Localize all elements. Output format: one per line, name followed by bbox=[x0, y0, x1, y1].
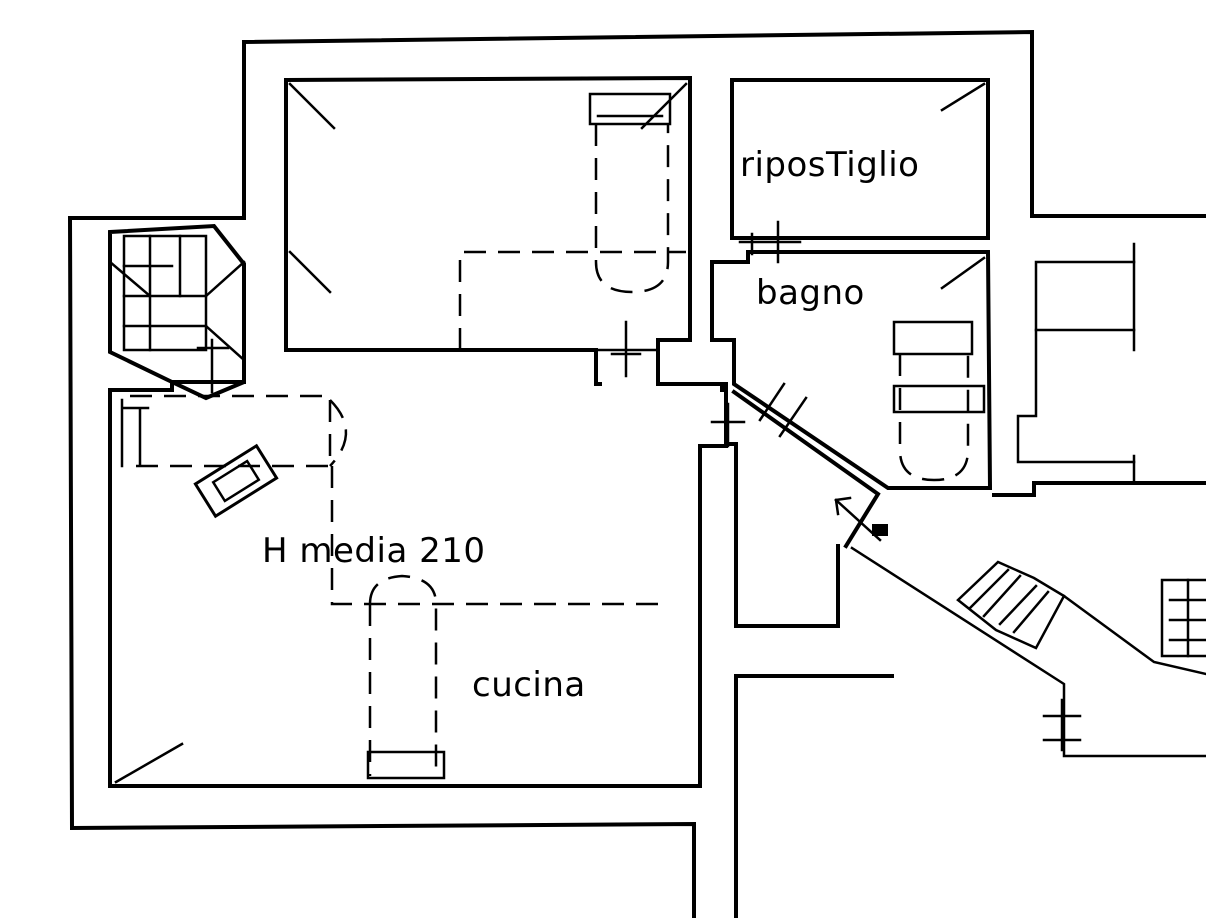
storage-label: riposTiglio bbox=[740, 145, 919, 185]
storage-room: riposTiglio bbox=[730, 78, 990, 264]
bathroom-label: bagno bbox=[756, 273, 865, 313]
height-note: H media 210 bbox=[262, 531, 485, 571]
kitchen-room: H media 210 cucina bbox=[108, 380, 728, 788]
kitchen-label: cucina bbox=[472, 665, 586, 705]
bedroom bbox=[283, 75, 724, 392]
corridor bbox=[710, 402, 840, 628]
left-staircase bbox=[108, 223, 246, 401]
bathroom: bagno bbox=[710, 250, 993, 549]
outer-walls bbox=[67, 29, 1206, 918]
right-side bbox=[850, 242, 1206, 758]
